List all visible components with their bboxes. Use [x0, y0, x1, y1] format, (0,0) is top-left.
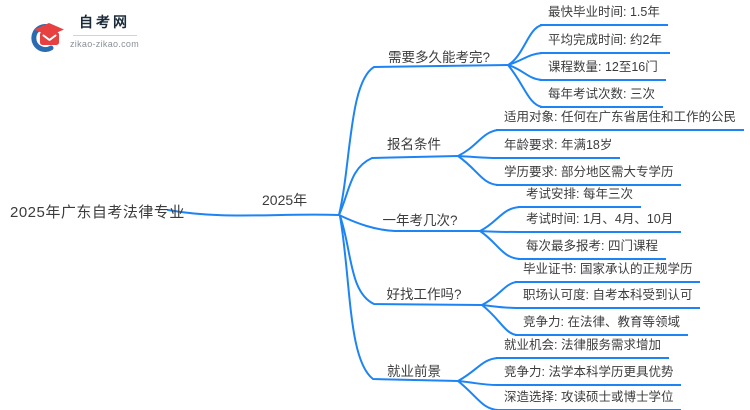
- leaf-average-time: 平均完成时间: 约2年: [540, 30, 670, 54]
- graduation-cap-icon: [31, 23, 64, 52]
- branch-label-requirements: 报名条件: [387, 137, 441, 152]
- leaf-max-courses: 每次最多报考: 四门课程: [518, 236, 666, 260]
- logo-divider: [72, 35, 137, 36]
- leaf-exam-months: 考试时间: 1月、4月、10月: [518, 209, 682, 233]
- leaf-exam-schedule: 考试安排: 每年三次: [518, 184, 641, 208]
- leaf-competitive-fields: 竞争力: 在法律、教育等领域: [515, 312, 688, 336]
- center-node: 2025年: [262, 192, 308, 208]
- root-topic: 2025年广东自考法律专业: [10, 204, 185, 221]
- logo-domain: zikao-zikao.com: [70, 39, 140, 49]
- leaf-diploma: 毕业证书: 国家承认的正规学历: [515, 259, 701, 283]
- leaf-fastest-graduation: 最快毕业时间: 1.5年: [540, 2, 668, 26]
- branch-label-job-hunting: 好找工作吗?: [386, 287, 462, 302]
- logo-title: 自考网: [79, 14, 131, 30]
- leaf-degree-advantage: 竞争力: 法学本科学历更具优势: [496, 362, 682, 386]
- branch-label-exam-times: 一年考几次?: [382, 213, 458, 228]
- leaf-job-opportunities: 就业机会: 法律服务需求增加: [496, 335, 669, 359]
- leaf-further-study: 深造选择: 攻读硕士或博士学位: [496, 387, 682, 410]
- leaf-course-count: 课程数量: 12至16门: [540, 57, 666, 81]
- site-logo: 自考网 zikao-zikao.com: [30, 12, 139, 52]
- leaf-exams-per-year: 每年考试次数: 三次: [540, 84, 663, 108]
- branch-label-prospects: 就业前景: [387, 364, 441, 379]
- branch-label-duration: 需要多久能考完?: [387, 50, 490, 65]
- leaf-workplace-recognition: 职场认可度: 自考本科受到认可: [515, 285, 701, 309]
- leaf-eligible-people: 适用对象: 任何在广东省居住和工作的公民: [496, 107, 744, 131]
- leaf-education-requirement: 学历要求: 部分地区需大专学历: [496, 162, 682, 186]
- leaf-age-requirement: 年龄要求: 年满18岁: [496, 135, 621, 159]
